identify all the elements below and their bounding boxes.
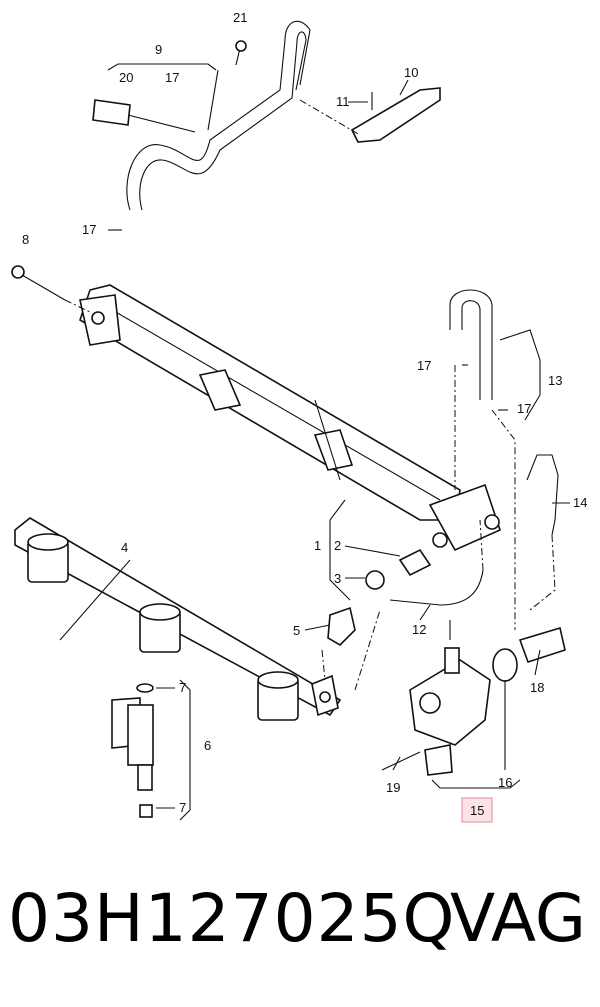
callout-3: 3 [334, 571, 341, 586]
callout-11: 11 [336, 94, 350, 109]
callout-21: 21 [233, 10, 247, 25]
footer: 03H127025Q VAG [0, 880, 600, 990]
callout-10: 10 [404, 65, 418, 80]
bolt-8 [11, 265, 66, 301]
callout-18: 18 [530, 680, 544, 695]
callout-15-highlight [461, 797, 493, 823]
callout-17-left: 17 [82, 222, 96, 237]
parts-diagram: 21 9 20 17 10 11 17 8 17 13 17 14 4 1 2 … [11, 10, 587, 823]
high-pressure-pump [409, 620, 491, 776]
callout-9: 9 [155, 42, 162, 57]
callout-7-top: 7 [179, 680, 186, 695]
pressure-pipe-12 [389, 569, 484, 606]
callout-1: 1 [314, 538, 321, 553]
callout-6: 6 [204, 738, 211, 753]
upper-fuel-rail [79, 284, 501, 552]
pressure-pipe-14 [526, 454, 559, 536]
callout-19: 19 [386, 780, 400, 795]
seal-3 [365, 570, 385, 590]
callout-12: 12 [412, 622, 426, 637]
vent-hose [92, 20, 311, 211]
callout-17-hose: 17 [417, 358, 431, 373]
injector [111, 683, 154, 818]
bolt-19 [381, 751, 421, 771]
plug-18 [518, 626, 566, 663]
o-ring [492, 648, 518, 682]
callout-4: 4 [121, 540, 128, 555]
supply-hose [449, 289, 516, 630]
callout-17-top: 17 [165, 70, 179, 85]
callout-16: 16 [498, 775, 512, 790]
callout-13: 13 [548, 373, 562, 388]
callout-5: 5 [293, 623, 300, 638]
callout-14: 14 [573, 495, 587, 510]
callout-2: 2 [334, 538, 341, 553]
callout-20: 20 [119, 70, 133, 85]
part-number: 03H127025Q [8, 880, 456, 957]
pressure-sensor [327, 606, 356, 647]
callout-8: 8 [22, 232, 29, 247]
callout-15: 15 [470, 803, 484, 818]
lower-fuel-rail [14, 517, 342, 721]
callout-7-bottom: 7 [179, 800, 186, 815]
callout-17-right: 17 [517, 401, 531, 416]
union-2 [398, 548, 432, 577]
bracket [350, 87, 441, 143]
brand-name: VAG [449, 880, 586, 957]
